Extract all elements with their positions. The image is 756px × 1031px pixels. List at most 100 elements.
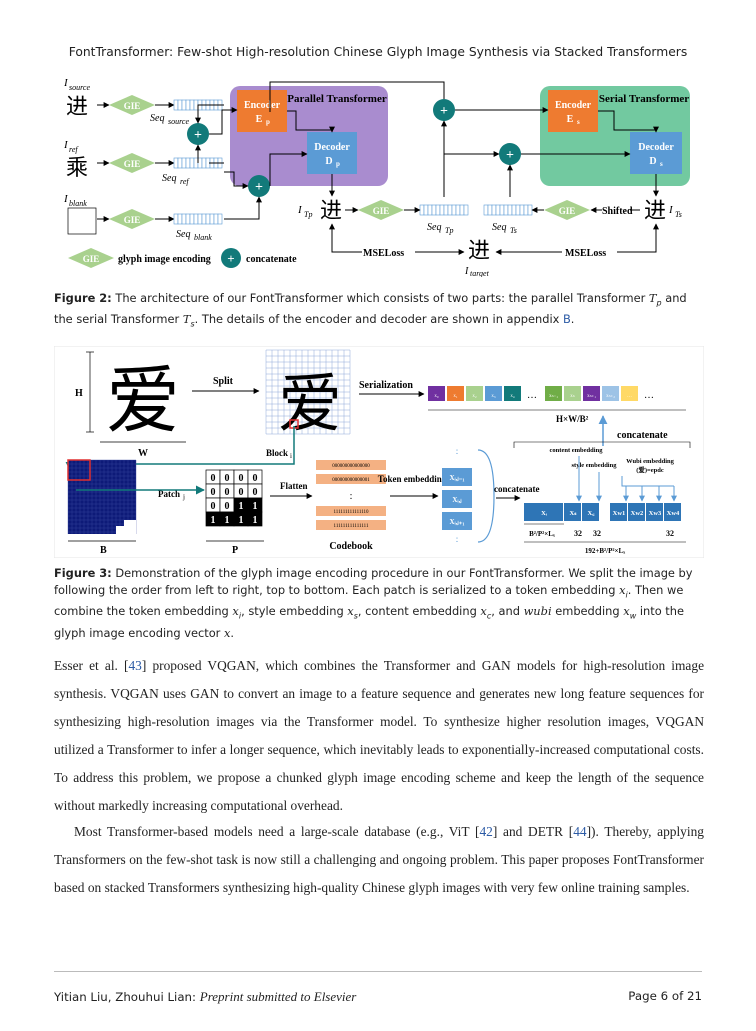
svg-text:0: 0	[225, 487, 230, 498]
svg-text:Codebook: Codebook	[329, 541, 373, 552]
svg-text:Ts: Ts	[675, 210, 682, 219]
svg-text:0: 0	[225, 473, 230, 484]
svg-text:Xᵢ: Xᵢ	[541, 510, 548, 517]
svg-text:I: I	[63, 77, 69, 89]
svg-text:0: 0	[239, 487, 244, 498]
svg-text:MSELoss: MSELoss	[363, 248, 404, 259]
svg-text:concatenate: concatenate	[617, 430, 668, 441]
glyph-tp: 进	[320, 198, 342, 223]
svg-text:H: H	[75, 388, 83, 399]
svg-text:0: 0	[211, 501, 216, 512]
svg-text:xₙ: xₙ	[570, 394, 575, 399]
figure-3-caption: Figure 3: Demonstration of the glyph ima…	[54, 566, 693, 640]
svg-text::: :	[350, 491, 353, 502]
encoder-s	[548, 90, 598, 132]
svg-text:1: 1	[253, 515, 258, 526]
svg-text:GIE: GIE	[373, 206, 390, 216]
svg-text:blank: blank	[194, 233, 212, 242]
svg-text:+: +	[506, 148, 514, 163]
paragraph-2: Most Transformer-based models need a lar…	[54, 824, 704, 895]
glyph-ai-big: 爱	[106, 361, 180, 443]
ref-42-link[interactable]: 42	[479, 824, 493, 839]
blank-image	[67, 207, 97, 235]
svg-text:xₙ₋₁: xₙ₋₁	[549, 394, 558, 399]
footer-authors: Yitian Liu, Zhouhui Lian: Preprint submi…	[54, 989, 357, 1004]
glyph-target: 进	[468, 238, 490, 263]
svg-text:I: I	[63, 139, 69, 151]
svg-text:Token embedding: Token embedding	[378, 474, 447, 484]
concat-2: +	[248, 175, 270, 197]
svg-text:(爱)=epdc: (爱)=epdc	[636, 465, 664, 474]
gie-source: GIE	[109, 95, 155, 115]
svg-text:Xᵢ,ⱼ₋₁: Xᵢ,ⱼ₋₁	[449, 474, 464, 482]
svg-text:+: +	[440, 104, 448, 119]
svg-text:source: source	[168, 117, 189, 126]
svg-text::: :	[456, 534, 459, 544]
svg-text:Xw1: Xw1	[613, 510, 626, 517]
svg-text:source: source	[69, 83, 90, 92]
svg-text:W: W	[138, 448, 148, 459]
svg-text:i: i	[290, 452, 292, 460]
svg-text:s: s	[660, 160, 663, 168]
svg-text:1: 1	[253, 501, 258, 512]
svg-text:Xw2: Xw2	[631, 510, 644, 517]
svg-text:+: +	[194, 128, 202, 143]
svg-text:0: 0	[211, 487, 216, 498]
svg-text:Encoder: Encoder	[555, 100, 592, 111]
footer-page-number: Page 6 of 21	[628, 989, 702, 1003]
svg-text:B: B	[100, 545, 107, 556]
svg-text:I: I	[63, 193, 69, 205]
svg-text:0: 0	[225, 501, 230, 512]
glyph-ai-grid: 爱	[278, 369, 342, 440]
svg-text:192+B²/P²×Lₓ: 192+B²/P²×Lₓ	[585, 547, 626, 555]
svg-text:Serialization: Serialization	[359, 380, 413, 391]
svg-text:GIE: GIE	[124, 101, 141, 111]
svg-text:GIE: GIE	[83, 254, 100, 264]
concat-3: +	[433, 99, 455, 121]
gie-ref: GIE	[109, 153, 155, 173]
svg-text:Decoder: Decoder	[638, 142, 674, 153]
svg-text:Seq: Seq	[150, 113, 164, 124]
svg-text:content embedding: content embedding	[550, 447, 604, 454]
svg-text:…: …	[527, 390, 537, 401]
svg-text:I: I	[464, 266, 469, 277]
svg-text:Tp: Tp	[445, 226, 453, 235]
legend-concat: + concatenate	[221, 248, 297, 268]
svg-text:x₁: x₁	[453, 394, 458, 399]
svg-text:I: I	[668, 204, 674, 216]
ref-44-link[interactable]: 44	[573, 824, 587, 839]
svg-text:Ts: Ts	[510, 226, 517, 235]
svg-text:MSELoss: MSELoss	[565, 248, 606, 259]
svg-text:Xᵢ,ⱼ₊₁: Xᵢ,ⱼ₊₁	[449, 518, 464, 526]
svg-text:s: s	[577, 118, 580, 126]
appendix-link[interactable]: B	[562, 312, 571, 327]
svg-text:Block: Block	[266, 448, 288, 458]
svg-text:Flatten: Flatten	[280, 481, 308, 491]
svg-text:Decoder: Decoder	[314, 142, 350, 153]
svg-text:Patch: Patch	[158, 489, 180, 499]
svg-text:Wubi embedding: Wubi embedding	[626, 458, 674, 465]
svg-text:blank: blank	[69, 199, 87, 208]
svg-text:E: E	[567, 114, 574, 125]
running-header: FontTransformer: Few-shot High-resolutio…	[68, 45, 688, 59]
grid-glyph	[265, 349, 351, 435]
svg-text:target: target	[470, 269, 490, 277]
svg-text:p: p	[266, 118, 270, 126]
svg-text:style embedding: style embedding	[572, 462, 618, 469]
svg-text:0: 0	[239, 473, 244, 484]
svg-text:0: 0	[211, 473, 216, 484]
parallel-transformer-title: Parallel Transformer	[287, 93, 387, 105]
svg-text:1: 1	[239, 501, 244, 512]
svg-text:Seq: Seq	[176, 229, 190, 240]
svg-text:x₃: x₃	[491, 394, 496, 399]
svg-text:+: +	[227, 251, 234, 266]
svg-text:concatenate: concatenate	[494, 484, 539, 494]
svg-text:…: …	[644, 390, 654, 401]
ref-43-link[interactable]: 43	[128, 658, 142, 673]
gie-tp: GIE	[358, 200, 404, 220]
serial-transformer-title: Serial Transformer	[599, 93, 689, 105]
svg-text:glyph image encoding: glyph image encoding	[118, 254, 211, 265]
svg-text:GIE: GIE	[559, 206, 576, 216]
